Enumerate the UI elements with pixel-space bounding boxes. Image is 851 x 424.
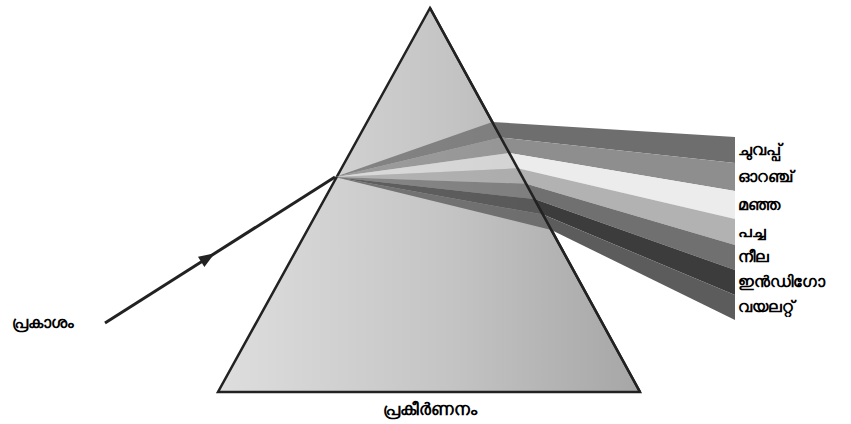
light-ray — [105, 177, 335, 323]
color-label: പച്ച — [738, 222, 766, 241]
color-label: ഇൻഡിഗോ — [738, 272, 825, 291]
color-label: മഞ്ഞ — [738, 195, 780, 214]
color-label: നീല — [738, 247, 769, 266]
prism-face — [430, 8, 640, 392]
color-label: വയലറ്റ് — [738, 297, 794, 316]
arrow-head — [198, 253, 215, 267]
color-label: ചുവപ്പ് — [738, 140, 781, 159]
color-label: ഓറഞ്ച് — [738, 167, 793, 186]
light-label: പ്രകാശം — [12, 313, 74, 332]
caption: പ്രകീർണനം — [383, 399, 477, 419]
spectrum-bands — [492, 122, 735, 320]
